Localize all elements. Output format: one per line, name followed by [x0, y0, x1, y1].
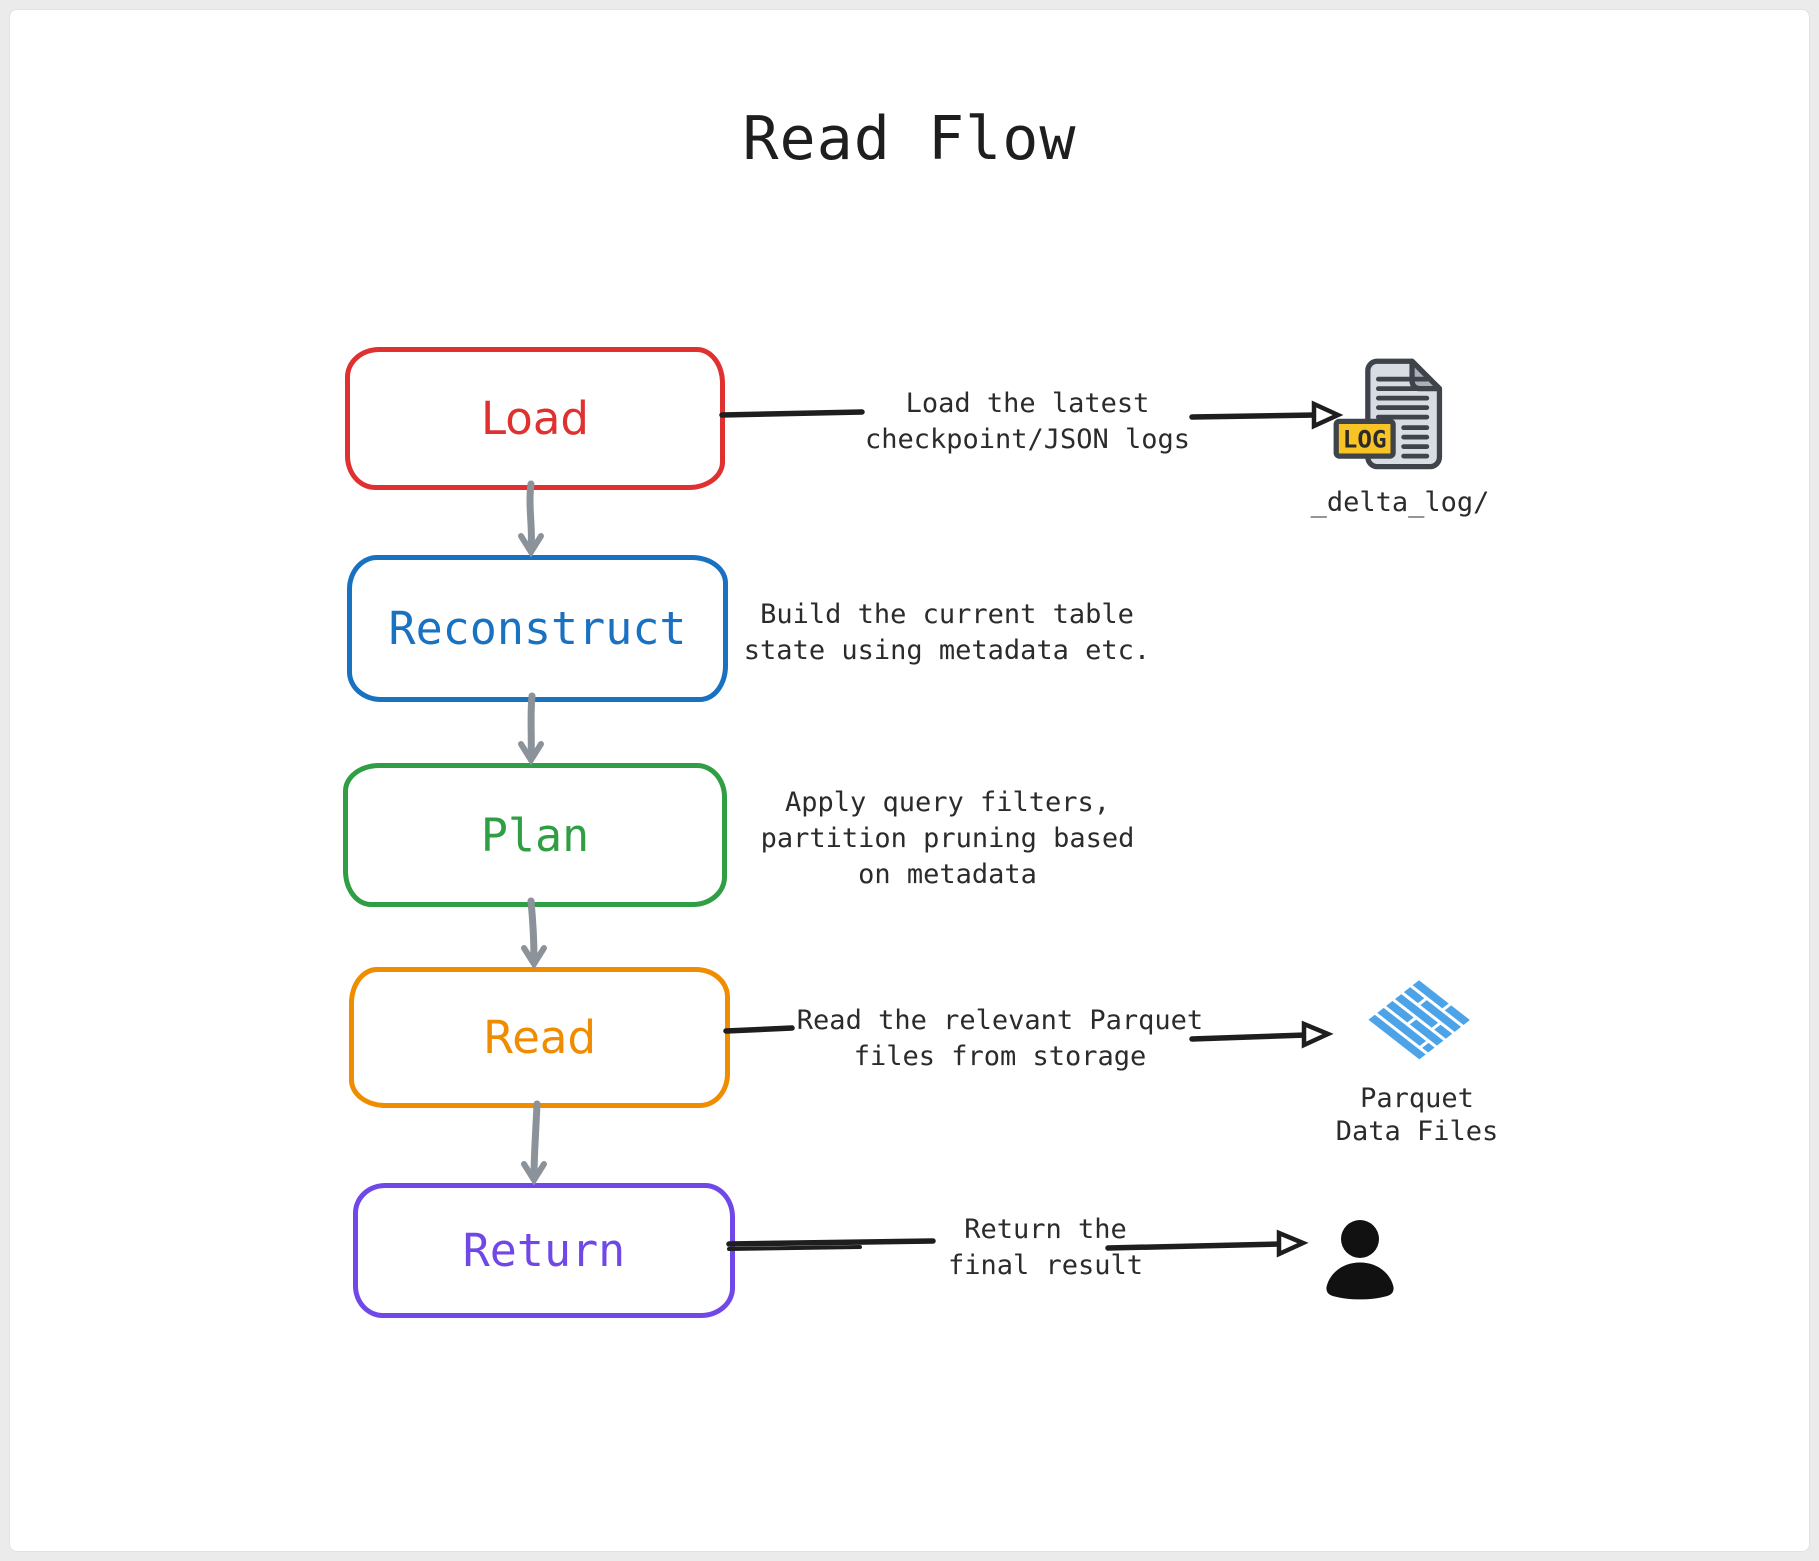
annotation-line: Return the [964, 1214, 1127, 1245]
node-plan: Plan [343, 763, 727, 907]
annotation-reconstruct: Build the current table state using meta… [727, 597, 1167, 669]
page-title: Read Flow [742, 104, 1077, 174]
parquet-caption-line: Data Files [1335, 1116, 1499, 1147]
parquet-caption-line: Parquet [1360, 1083, 1474, 1114]
node-return: Return [353, 1183, 735, 1318]
parquet-caption: Parquet Data Files [1322, 1082, 1512, 1148]
node-read-label: Read [482, 1011, 597, 1064]
user-icon [1326, 1220, 1394, 1300]
user-head [1341, 1220, 1379, 1258]
annotation-line: partition pruning based [760, 823, 1135, 854]
diagram-card [9, 9, 1810, 1552]
annotation-line: Load the latest [905, 388, 1150, 419]
node-load-label: Load [481, 392, 589, 445]
node-return-label: Return [462, 1224, 626, 1277]
annotation-line: final result [947, 1250, 1144, 1281]
annotation-line: state using metadata etc. [743, 635, 1151, 666]
annotation-return: Return the final result [928, 1212, 1163, 1284]
log-badge [1333, 418, 1396, 459]
annotation-line: checkpoint/JSON logs [864, 424, 1191, 455]
node-reconstruct: Reconstruct [347, 555, 728, 702]
annotation-plan: Apply query filters, partition pruning b… [755, 785, 1140, 893]
node-reconstruct-label: Reconstruct [388, 602, 687, 655]
parquet-icon [1368, 980, 1470, 1060]
log-text-lines [1375, 376, 1430, 459]
node-plan-label: Plan [480, 808, 590, 862]
annotation-line: files from storage [853, 1041, 1147, 1072]
annotation-line: Apply query filters, [784, 787, 1111, 818]
annotation-line: Build the current table [760, 599, 1134, 630]
log-caption: _delta_log/ [1310, 487, 1490, 518]
log-badge-label: LOG [1343, 426, 1387, 454]
annotation-line: Read the relevant Parquet [796, 1005, 1204, 1036]
log-fold-corner [1409, 358, 1443, 392]
node-read: Read [349, 967, 730, 1108]
annotation-load: Load the latest checkpoint/JSON logs [860, 386, 1195, 458]
node-load: Load [345, 347, 725, 490]
annotation-read: Read the relevant Parquet files from sto… [795, 1003, 1205, 1075]
user-shoulders [1326, 1262, 1394, 1300]
annotation-line: on metadata [858, 859, 1037, 890]
log-file-icon: LOG [1333, 358, 1443, 470]
